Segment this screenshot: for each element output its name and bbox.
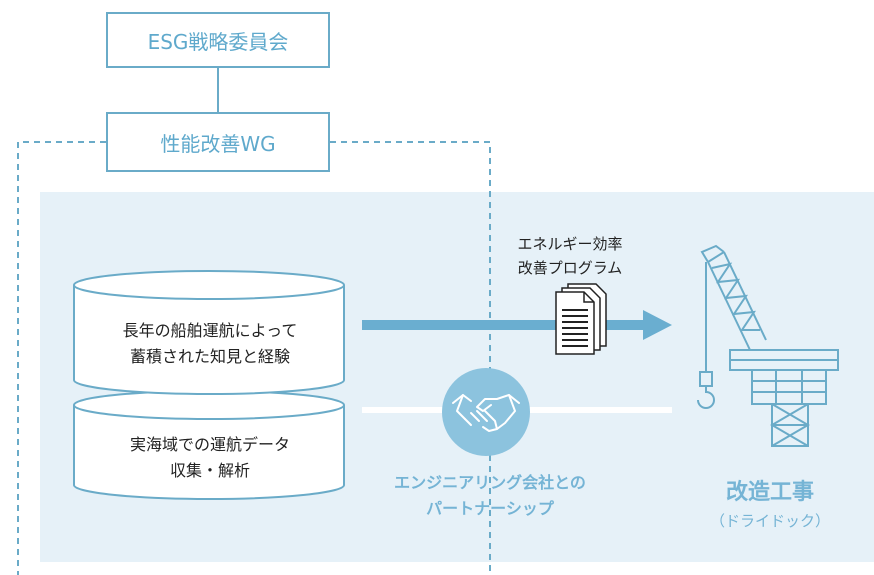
program-arrow-head [643,310,672,340]
retrofit-subtitle: （ドライドック） [709,512,830,530]
program-label: エネルギー効率 改善プログラム [490,232,650,280]
partnership-label: エンジニアリング会社との パートナーシップ [350,470,630,522]
partnership-line-1: エンジニアリング会社との [394,473,586,492]
crane-icon [697,244,839,447]
esg-committee-box: ESG戦略委員会 [106,12,330,68]
left-dashed-line [17,141,106,575]
documents-icon [555,283,607,355]
performance-wg-box: 性能改善WG [106,112,330,172]
database-cylinder-icon [73,270,345,500]
program-label-line-1: エネルギー効率 [517,235,623,253]
retrofit-title: 改造工事 [725,480,814,505]
partnership-line-2: パートナーシップ [426,499,554,518]
knowledge-text: 長年の船舶運航によって 蓄積された知見と経験 [72,318,348,370]
operation-data-line-1: 実海域での運航データ [129,435,290,454]
knowledge-line-1: 長年の船舶運航によって [122,321,298,340]
operation-data-line-2: 収集・解析 [169,461,250,480]
knowledge-line-2: 蓄積された知見と経験 [129,347,290,366]
program-label-line-2: 改善プログラム [517,259,623,277]
right-dashed-line [330,141,491,575]
esg-committee-label: ESG戦略委員会 [147,29,289,54]
handshake-icon [442,368,530,456]
performance-wg-label: 性能改善WG [160,131,276,156]
operation-data-text: 実海域での運航データ 収集・解析 [72,432,348,484]
